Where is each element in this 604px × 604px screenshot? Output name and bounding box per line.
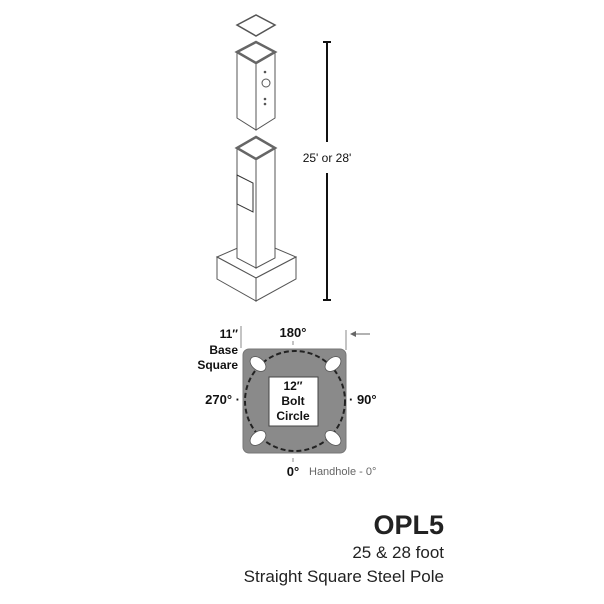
upper-pole-section (234, 40, 278, 131)
height-dimension (323, 41, 331, 301)
arrow-icon (350, 331, 356, 337)
height-label: 25' or 28' (303, 151, 352, 165)
angle-0: 0° (287, 464, 299, 479)
base-plate-diagram (240, 326, 370, 462)
base-square-label-2: Square (197, 358, 238, 372)
pole-footprint (268, 376, 319, 427)
pole-exploded-view (215, 14, 298, 302)
bolt-holes (249, 356, 342, 446)
bolt-circle (244, 350, 346, 452)
angle-90: · 90° (349, 392, 377, 407)
pole-cap (235, 14, 277, 37)
bolt-circle-label-2: Circle (276, 409, 310, 423)
base-square-size: 11″ (220, 327, 239, 341)
pole-sizes: 25 & 28 foot (352, 543, 444, 562)
model-name: OPL5 (373, 510, 444, 540)
base-square-label-1: Base (209, 343, 238, 357)
angle-270: 270° · (205, 392, 240, 407)
handhole-note: Handhole - 0° (309, 466, 376, 478)
bolt-circle-label-1: Bolt (281, 394, 304, 408)
bolt-circle-size: 12″ (283, 379, 302, 393)
pole-description: Straight Square Steel Pole (243, 567, 444, 586)
lower-pole-section (234, 135, 278, 269)
handhole-cover (236, 174, 254, 213)
angle-180: 180° (280, 325, 307, 340)
